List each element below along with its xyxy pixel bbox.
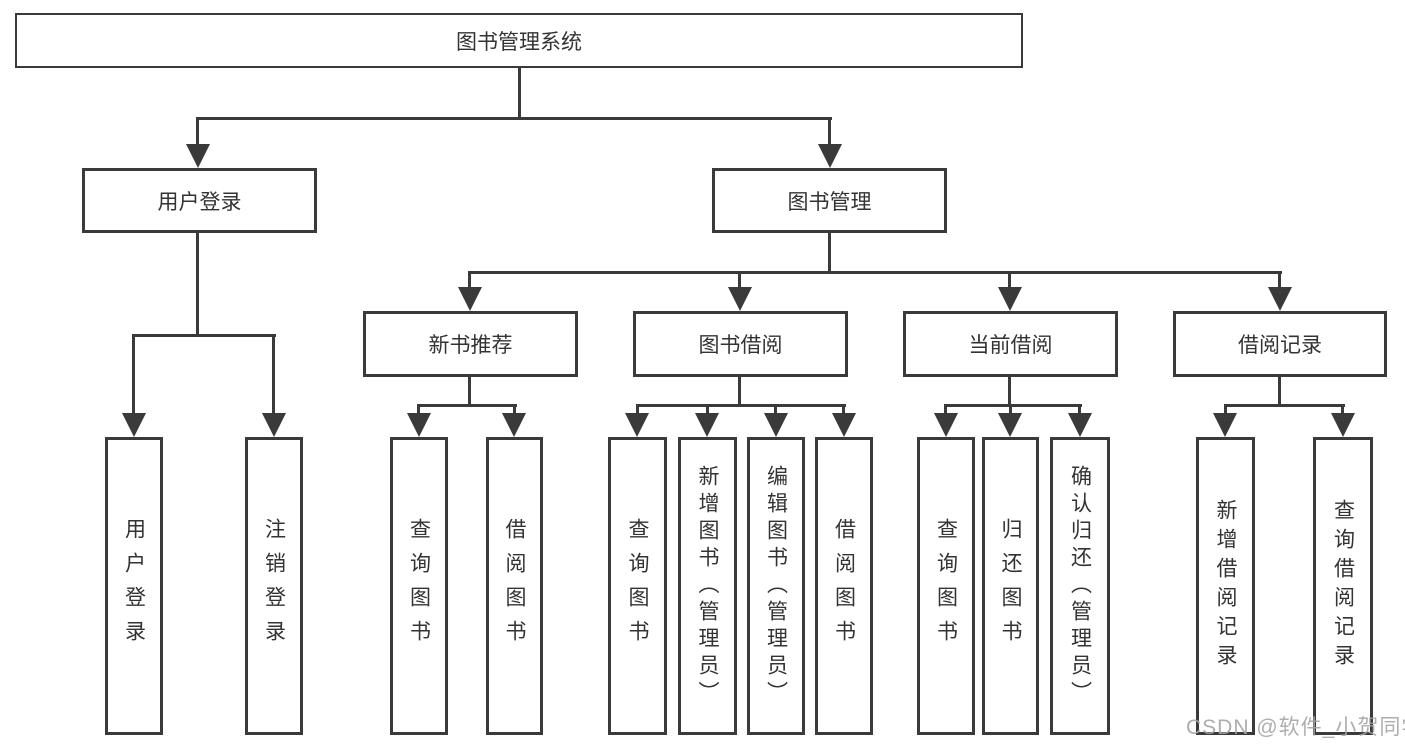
node-label: 归还图书 [999, 518, 1022, 654]
arrow-down-icon [998, 413, 1022, 437]
arrow-down-icon [934, 413, 958, 437]
leaf-add-book-admin: 新增图书（管理员） [678, 437, 737, 735]
node-label: 借阅图书 [503, 518, 526, 654]
connector-line [636, 404, 846, 407]
leaf-borrow-books-recommend: 借阅图书 [486, 437, 543, 735]
connector-line [1341, 404, 1344, 416]
connector-line [468, 377, 471, 407]
connector-line [636, 404, 639, 416]
connector-line [842, 404, 845, 416]
arrow-down-icon [764, 413, 788, 437]
arrow-down-icon [818, 144, 842, 168]
connector-line [1008, 271, 1011, 291]
node-current-borrowing: 当前借阅 [903, 311, 1118, 377]
node-label: 图书管理系统 [456, 30, 582, 54]
node-library-management-system: 图书管理系统 [15, 13, 1023, 68]
node-label: 查询图书 [934, 518, 958, 654]
watermark: CSDN @软件_小贺同学 [1186, 716, 1405, 739]
connector-line [828, 233, 831, 274]
connector-line [417, 404, 420, 416]
connector-line [417, 404, 517, 407]
node-label: 用户登录 [122, 518, 146, 654]
leaf-query-books-recommend: 查询图书 [390, 437, 448, 735]
connector-line [738, 271, 741, 291]
node-label: 注销登录 [262, 518, 286, 654]
leaf-edit-book-admin: 编辑图书（管理员） [747, 437, 805, 735]
connector-line [828, 117, 831, 146]
arrow-down-icon [1068, 413, 1092, 437]
connector-line [196, 117, 832, 120]
node-label: 新增图书（管理员） [696, 464, 719, 708]
arrow-down-icon [625, 413, 649, 437]
arrow-down-icon [458, 287, 482, 311]
node-label: 借阅记录 [1238, 334, 1322, 357]
node-book-borrowing: 图书借阅 [633, 311, 848, 377]
connector-line [1078, 404, 1081, 416]
connector-line [513, 404, 516, 416]
arrow-down-icon [262, 413, 286, 437]
node-label: 图书借阅 [698, 334, 783, 357]
connector-line [1009, 404, 1012, 416]
connector-line [1224, 404, 1345, 407]
connector-line [468, 271, 471, 291]
connector-line [132, 334, 135, 416]
arrow-down-icon [832, 413, 856, 437]
arrow-down-icon [998, 287, 1022, 311]
leaf-query-books-current: 查询图书 [917, 437, 975, 735]
connector-line [1278, 271, 1281, 291]
leaf-return-books: 归还图书 [982, 437, 1039, 735]
connector-line [272, 334, 275, 416]
arrow-down-icon [407, 413, 431, 437]
node-new-book-recommendation: 新书推荐 [363, 311, 578, 377]
node-label: 查询借阅记录 [1331, 499, 1355, 673]
arrow-down-icon [186, 144, 210, 168]
connector-line [196, 117, 199, 146]
connector-line [944, 404, 947, 416]
arrow-down-icon [1331, 413, 1355, 437]
node-borrowing-records: 借阅记录 [1173, 311, 1387, 377]
node-label: 编辑图书（管理员） [764, 464, 788, 708]
connector-line [738, 377, 741, 407]
connector-line [518, 68, 521, 118]
node-user-login: 用户登录 [82, 168, 317, 233]
arrow-down-icon [122, 413, 146, 437]
node-label: 借阅图书 [832, 518, 856, 654]
leaf-add-borrow-record: 新增借阅记录 [1196, 437, 1255, 735]
arrow-down-icon [695, 413, 719, 437]
leaf-user-login: 用户登录 [105, 437, 163, 735]
node-label: 当前借阅 [968, 334, 1053, 357]
connector-line [468, 271, 1282, 274]
connector-line [1278, 377, 1281, 407]
node-label: 查询图书 [626, 518, 649, 654]
leaf-logout: 注销登录 [245, 437, 303, 735]
arrow-down-icon [1213, 413, 1237, 437]
node-label: 新增借阅记录 [1214, 499, 1237, 673]
leaf-confirm-return-admin: 确认归还（管理员） [1050, 437, 1110, 735]
node-label: 查询图书 [407, 518, 431, 654]
connector-line [1224, 404, 1227, 416]
arrow-down-icon [728, 287, 752, 311]
node-label: 用户登录 [157, 190, 242, 214]
connector-line [196, 232, 199, 336]
arrow-down-icon [1268, 287, 1292, 311]
node-label: 确认归还（管理员） [1068, 464, 1092, 708]
connector-line [706, 404, 709, 416]
connector-line [132, 334, 276, 337]
connector-line [944, 404, 1082, 407]
leaf-borrow-books-borrowing: 借阅图书 [815, 437, 873, 735]
leaf-query-borrow-record: 查询借阅记录 [1313, 437, 1373, 735]
node-label: 图书管理 [787, 190, 872, 214]
node-book-management: 图书管理 [712, 168, 947, 233]
node-label: 新书推荐 [428, 334, 513, 357]
connector-line [774, 404, 777, 416]
leaf-query-books-borrowing: 查询图书 [608, 437, 667, 735]
connector-line [1008, 377, 1011, 407]
arrow-down-icon [502, 413, 526, 437]
